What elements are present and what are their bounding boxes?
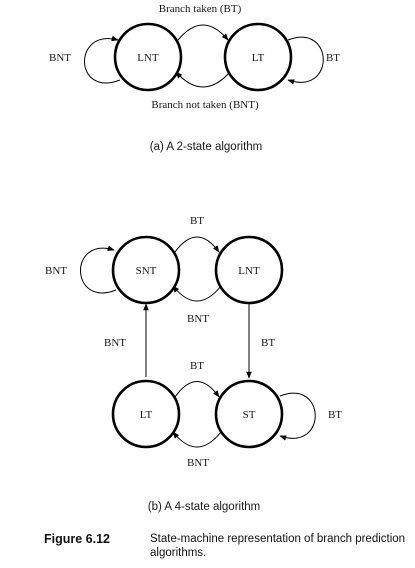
diagram-b: SNT LNT LT ST BT BNT BNT BT BT BNT BNT B… xyxy=(45,215,342,513)
edge-b-self-st-label: BT xyxy=(328,409,342,421)
edge-b-snt-lnt-label: BT xyxy=(190,215,204,227)
figure-caption-text: State-machine representation of branch p… xyxy=(150,533,406,559)
state-b-lt-label: LT xyxy=(140,409,153,421)
edge-b-self-snt xyxy=(80,245,117,294)
edge-b-self-snt-label: BNT xyxy=(45,265,67,277)
edge-b-st-lt-label: BNT xyxy=(187,457,209,469)
edge-a-taken-label: Branch taken (BT) xyxy=(159,3,242,15)
state-b-lnt xyxy=(214,235,284,305)
state-a-lt xyxy=(223,22,293,92)
figure-number: Figure 6.12 xyxy=(44,532,110,546)
state-b-st xyxy=(214,379,284,449)
state-b-lt xyxy=(111,379,181,449)
edge-a-self-lt-label: BT xyxy=(326,52,340,64)
edge-a-self-lt xyxy=(287,36,324,85)
edge-b-lnt-snt xyxy=(172,285,222,302)
diagram-a: LNT LT Branch taken (BT) Branch not take… xyxy=(49,3,340,153)
edge-b-lnt-snt-label: BNT xyxy=(187,313,209,325)
state-b-lnt-label: LNT xyxy=(238,265,260,277)
state-a-lnt-label: LNT xyxy=(137,52,159,64)
state-b-snt xyxy=(111,235,181,305)
edge-b-lnt-st-label: BT xyxy=(261,337,275,349)
edge-a-self-lnt-label: BNT xyxy=(49,52,71,64)
state-a-lt-label: LT xyxy=(252,52,265,64)
edge-b-st-lt xyxy=(172,431,222,448)
edge-b-lt-snt-label: BNT xyxy=(104,337,126,349)
edge-b-lt-st-label: BT xyxy=(190,360,204,372)
state-a-lnt xyxy=(113,22,183,92)
edge-a-taken xyxy=(177,24,229,41)
edge-a-not-taken-label: Branch not taken (BNT) xyxy=(151,99,259,111)
state-b-st-label: ST xyxy=(243,409,256,421)
caption-a: (a) A 2-state algorithm xyxy=(150,141,263,153)
edge-a-not-taken xyxy=(175,71,231,88)
caption-b: (b) A 4-state algorithm xyxy=(148,501,261,513)
edge-b-snt-lnt xyxy=(174,236,220,253)
edge-b-lt-st xyxy=(174,381,220,398)
state-b-snt-label: SNT xyxy=(136,265,157,277)
edge-b-self-st xyxy=(279,392,316,441)
edge-a-self-lnt xyxy=(84,35,121,84)
